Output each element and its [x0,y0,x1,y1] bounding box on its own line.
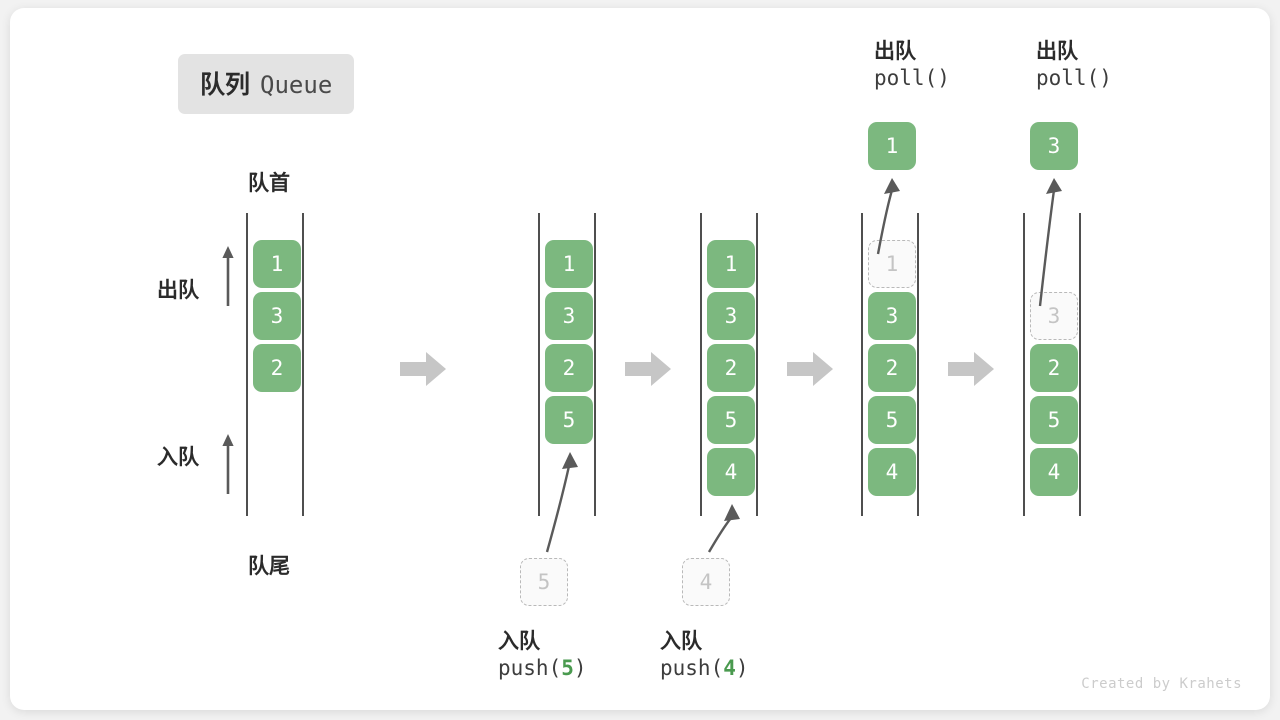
dequeue-direction-arrow-icon [222,246,234,306]
enqueue-operation-caption: 入队 push(5) [498,628,587,683]
queue-rail-left [700,213,702,516]
queue-rail-left [861,213,863,516]
queue-cell: 1 [868,240,916,288]
queue-rail-right [1079,213,1081,516]
queue-head-label: 队首 [248,171,290,195]
queue-rail-right [756,213,758,516]
popped-element: 1 [868,122,916,170]
operation-code: poll() [1036,66,1112,91]
popped-element: 3 [1030,122,1078,170]
enqueue-direction-arrow-icon [222,434,234,494]
queue-rail-right [917,213,919,516]
incoming-element: 4 [682,558,730,606]
operation-argument: 5 [561,656,574,681]
watermark: Created by Krahets [1081,676,1242,692]
queue-cell: 3 [253,292,301,340]
dequeue-motion-arrow-icon [1038,178,1062,307]
separator-arrow-icon [948,352,994,386]
operation-name-cn: 出队 [874,39,916,63]
dequeue-motion-arrow-icon [876,178,900,255]
queue-cell: 5 [868,396,916,444]
title-english: Queue [260,71,333,99]
enqueue-motion-arrow-icon [707,504,740,553]
incoming-element: 5 [520,558,568,606]
diagram-title-badge: 队列 Queue [178,54,355,114]
queue-cell: 4 [707,448,755,496]
enqueue-direction-label: 入队 [157,445,199,469]
enqueue-operation-caption: 入队 push(4) [660,628,749,683]
queue-rail-right [302,213,304,516]
queue-cell: 2 [868,344,916,392]
operation-name-cn: 出队 [1036,39,1078,63]
queue-rail-left [538,213,540,516]
queue-cell: 2 [545,344,593,392]
queue-cell: 5 [1030,396,1078,444]
queue-cell: 1 [545,240,593,288]
enqueue-motion-arrow-icon [545,452,578,553]
separator-arrow-icon [625,352,671,386]
separator-arrow-icon [787,352,833,386]
operation-name-cn: 入队 [660,629,702,653]
queue-tail-label: 队尾 [248,554,290,578]
queue-rail-left [1023,213,1025,516]
queue-cell: 5 [707,396,755,444]
queue-cell: 4 [868,448,916,496]
queue-cell: 2 [1030,344,1078,392]
queue-rail-left [246,213,248,516]
queue-cell: 2 [707,344,755,392]
title-chinese: 队列 [200,70,251,99]
operation-name-cn: 入队 [498,629,540,653]
queue-rail-right [594,213,596,516]
operation-code: poll() [874,66,950,91]
queue-cell: 5 [545,396,593,444]
queue-cell: 3 [707,292,755,340]
queue-cell: 3 [868,292,916,340]
queue-cell: 1 [253,240,301,288]
queue-cell: 4 [1030,448,1078,496]
queue-cell: 2 [253,344,301,392]
operation-code: push(5) [498,656,587,681]
operation-code: push(4) [660,656,749,681]
separator-arrow-icon [400,352,446,386]
queue-cell: 3 [1030,292,1078,340]
operation-argument: 4 [723,656,736,681]
dequeue-operation-caption: 出队 poll() [874,38,950,93]
queue-cell: 3 [545,292,593,340]
dequeue-operation-caption: 出队 poll() [1036,38,1112,93]
dequeue-direction-label: 出队 [157,278,199,302]
queue-cell: 1 [707,240,755,288]
